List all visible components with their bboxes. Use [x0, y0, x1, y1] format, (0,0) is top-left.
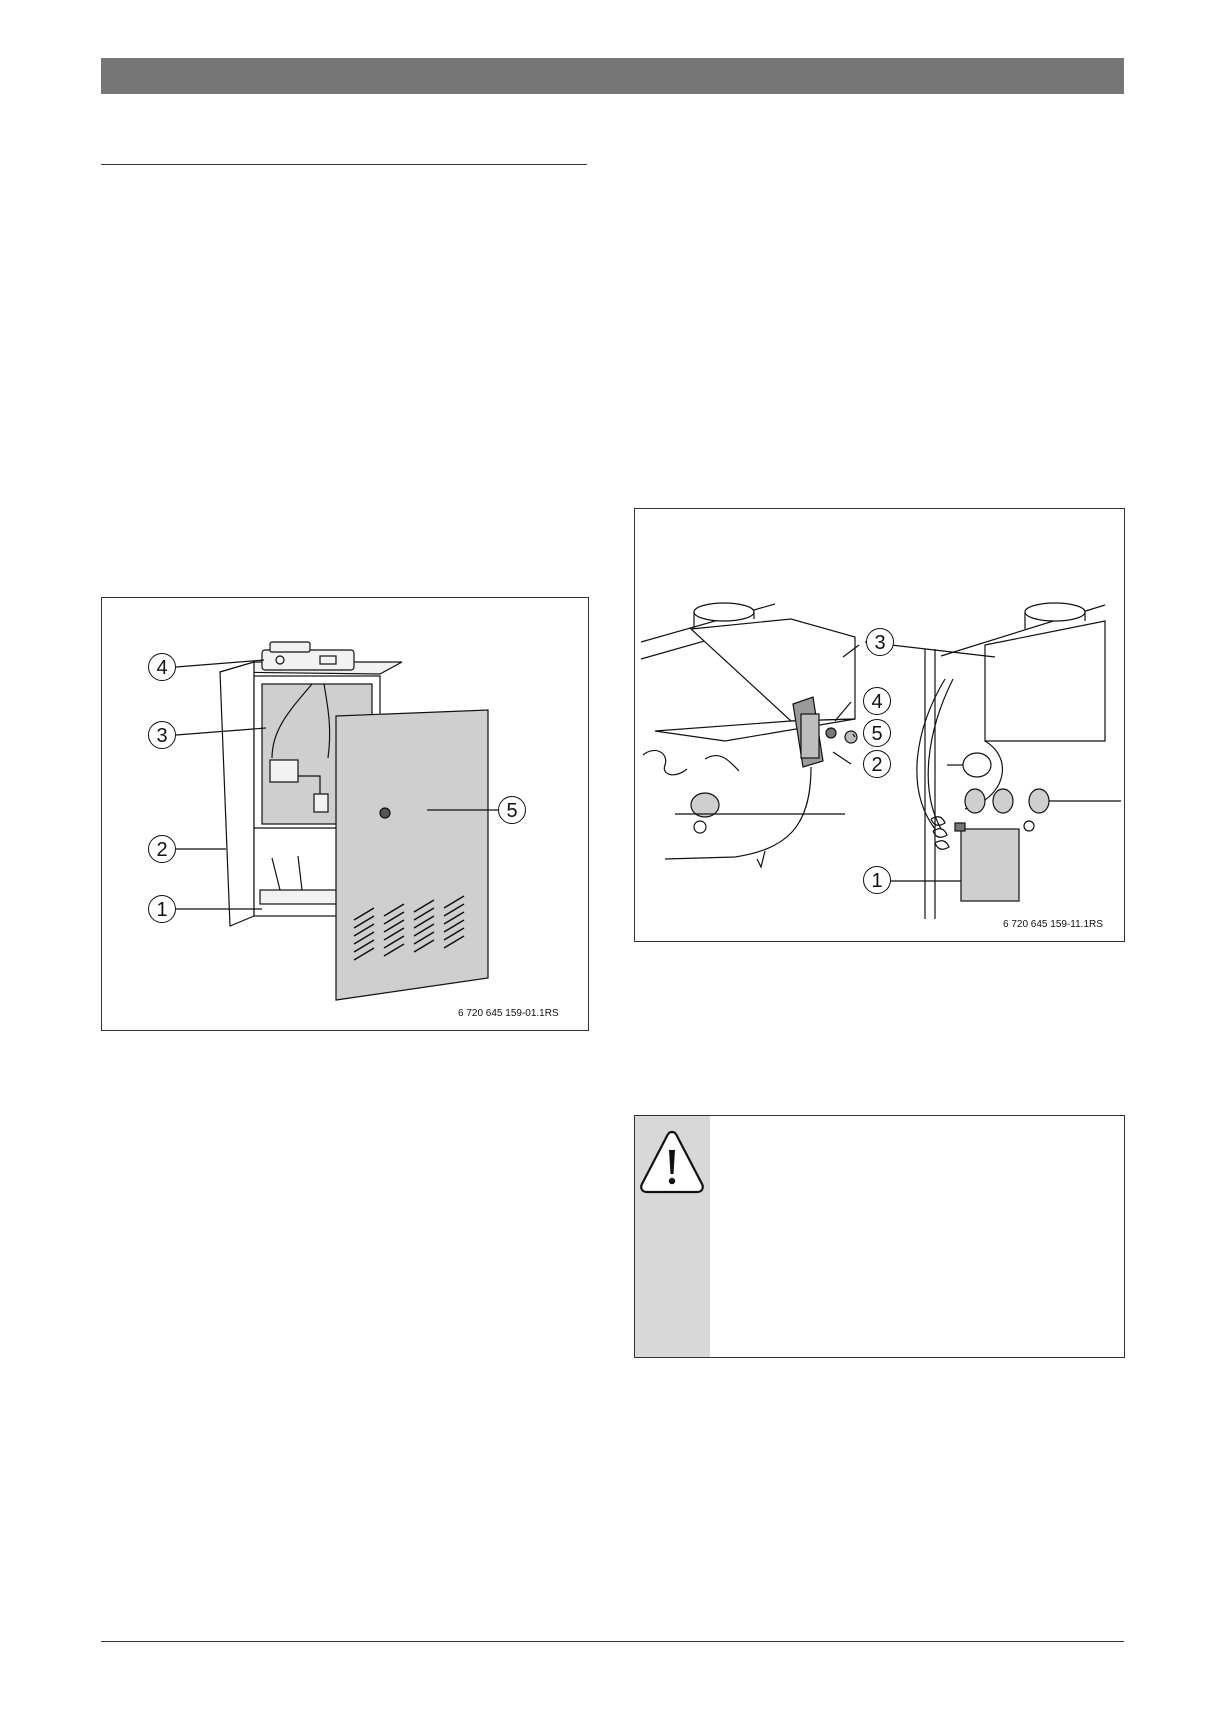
callout-5: 5 — [863, 719, 891, 747]
figure-burner-detail: 3 4 5 2 1 6 720 645 159-11.1RS — [634, 508, 1125, 942]
callout-5: 5 — [498, 796, 526, 824]
section-rule — [101, 164, 587, 165]
footer-rule — [101, 1641, 1124, 1642]
warning-box — [634, 1115, 1125, 1358]
figure-code: 6 720 645 159-11.1RS — [1003, 919, 1103, 930]
warning-strip — [635, 1116, 710, 1357]
boiler-illustration — [175, 641, 498, 1001]
burner-detail-illustration — [640, 602, 1121, 919]
header-bar — [101, 58, 1124, 94]
warning-triangle-icon — [640, 1130, 704, 1194]
callout-3: 3 — [866, 628, 894, 656]
callout-1: 1 — [863, 866, 891, 894]
callout-1: 1 — [148, 895, 176, 923]
callout-2: 2 — [863, 750, 891, 778]
callout-2: 2 — [148, 835, 176, 863]
callout-4: 4 — [863, 687, 891, 715]
figure-code: 6 720 645 159-01.1RS — [458, 1008, 559, 1019]
callout-4: 4 — [148, 653, 176, 681]
figure-boiler: 4 3 2 1 5 6 720 645 159-01.1RS — [101, 597, 589, 1031]
callout-3: 3 — [148, 721, 176, 749]
